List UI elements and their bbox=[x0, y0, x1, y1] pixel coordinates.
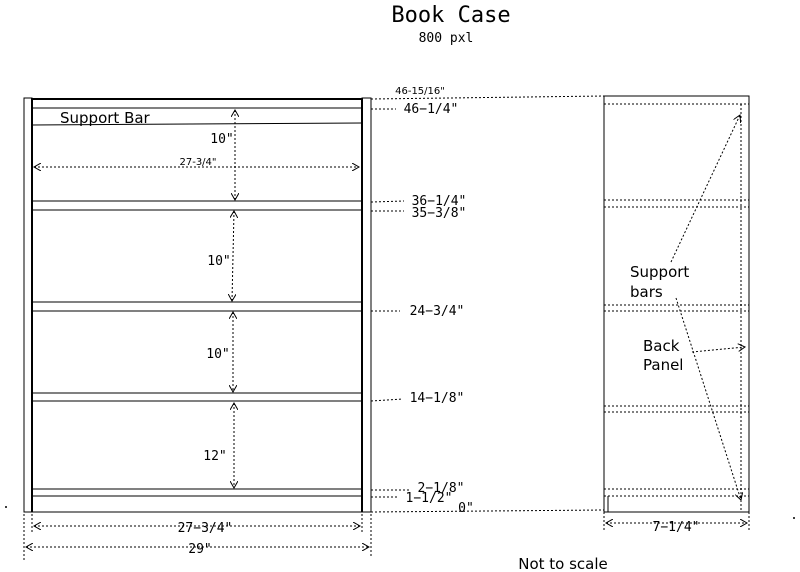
height-label-36-1-4: 36−1/4" bbox=[412, 194, 467, 209]
inner-width-top-label: 27-3/4" bbox=[179, 157, 216, 168]
back-panel-label-line2: Panel bbox=[643, 356, 683, 374]
diagram-title: Book Case bbox=[391, 3, 510, 28]
inner-width-bottom-label: 27−3/4" bbox=[178, 521, 233, 536]
support-bars-arrow-up bbox=[670, 115, 740, 263]
right-side-panel bbox=[361, 97, 372, 513]
depth-label: 7−1/4" bbox=[653, 520, 700, 535]
stray-dot-right bbox=[793, 517, 795, 519]
support-bars-label-line1: Support bbox=[630, 263, 689, 281]
height-leader-46-15-16 bbox=[370, 95, 605, 100]
spacing-label-3: 10" bbox=[206, 347, 229, 362]
spacing-arrow-2 bbox=[232, 211, 234, 301]
shelf-2 bbox=[31, 301, 363, 312]
bottom-shelf bbox=[31, 488, 363, 497]
height-label-35-3-8: 35−3/8" bbox=[412, 206, 467, 221]
height-leader-14-1-8 bbox=[370, 398, 403, 402]
shelf-1 bbox=[31, 200, 363, 211]
support-bar-label: Support Bar bbox=[60, 109, 151, 127]
left-side-panel bbox=[23, 97, 33, 513]
side-view: Support bars Back Panel 7−1/4" bbox=[603, 95, 750, 535]
spacing-label-2: 10" bbox=[207, 254, 230, 269]
side-outline bbox=[603, 95, 750, 513]
height-markers: 46-15/16" 46−1/4" 36−1/4" 35−3/8" 24−3/4… bbox=[370, 86, 605, 516]
spacing-label-1: 10" bbox=[210, 132, 233, 147]
back-panel-arrow bbox=[691, 347, 745, 353]
shelf-3 bbox=[31, 392, 363, 402]
back-panel-label-line1: Back bbox=[643, 337, 680, 355]
diagram-subtitle: 800 pxl bbox=[419, 31, 474, 46]
height-leader-36-1-4 bbox=[370, 200, 405, 203]
spacing-label-4: 12" bbox=[203, 449, 226, 464]
support-bars-arrow-down bbox=[675, 297, 741, 500]
height-label-0: 0" bbox=[458, 501, 474, 516]
height-label-24-3-4: 24−3/4" bbox=[410, 304, 465, 319]
not-to-scale-note: Not to scale bbox=[518, 555, 608, 572]
outer-width-label: 29" bbox=[188, 542, 211, 557]
support-bars-label-line2: bars bbox=[630, 283, 663, 301]
height-label-14-1-8: 14−1/8" bbox=[410, 391, 465, 406]
height-label-46-15-16: 46-15/16" bbox=[395, 86, 445, 97]
stray-dot-left bbox=[5, 506, 7, 508]
height-label-1-1-2: 1−1/2" bbox=[406, 491, 453, 506]
front-view: Support Bar 10" 27-3/4" 10" 10" 12" 27−3… bbox=[23, 97, 372, 560]
height-label-2-1-8: 2−1/8" bbox=[418, 481, 465, 496]
support-bar-bottom bbox=[31, 122, 363, 126]
height-leader-0 bbox=[370, 509, 605, 513]
height-label-46-1-4: 46−1/4" bbox=[404, 102, 459, 117]
